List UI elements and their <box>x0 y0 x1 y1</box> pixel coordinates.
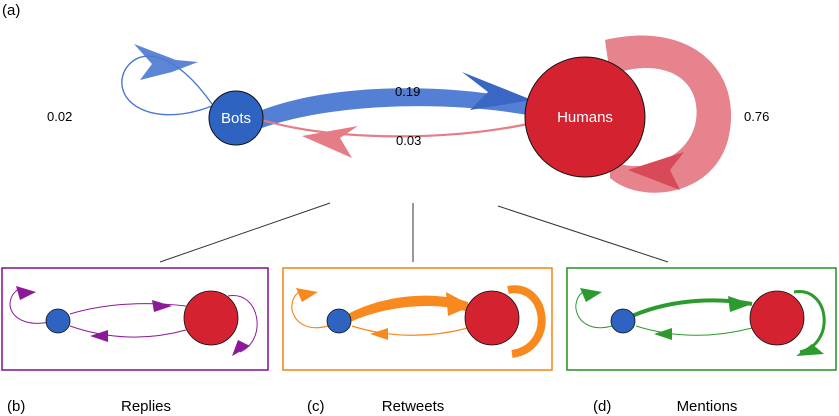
retweets-bots-self-loop <box>291 289 329 329</box>
humans-to-bots-weight: 0.03 <box>396 133 421 148</box>
mentions-bots-self-loop <box>575 289 613 329</box>
humans-node <box>524 56 646 178</box>
panel-d-label: (d) <box>593 398 611 415</box>
humans-self-loop-hole <box>636 84 680 136</box>
panel-replies <box>1 267 269 371</box>
bots-to-humans-weight: 0.19 <box>395 84 420 99</box>
humans-to-bots-arrowhead <box>302 126 358 158</box>
panel-replies-frame <box>1 267 269 371</box>
retweets-bots-self-arrowhead <box>296 288 318 302</box>
replies-bots-self-loop <box>9 287 51 324</box>
replies-bots-to-humans-arrowhead <box>152 300 172 312</box>
panel-mentions-frame <box>566 267 837 371</box>
replies-bots-node <box>45 308 71 334</box>
humans-to-bots-edge <box>261 118 529 138</box>
bots-self-weight: 0.02 <box>47 109 72 124</box>
mentions-bots-to-humans-arrowhead <box>728 296 752 312</box>
bots-node <box>208 90 264 146</box>
mentions-bots-self-arrowhead <box>580 288 602 302</box>
retweets-bots-to-humans-edge <box>348 295 468 322</box>
humans-self-loop-arrowhead <box>628 152 684 190</box>
humans-node-label: Humans <box>557 109 613 126</box>
retweets-humans-to-bots-arrowhead <box>370 328 388 340</box>
humans-self-loop-edge <box>605 35 732 193</box>
panel-c-label: (c) <box>307 398 325 415</box>
replies-bots-to-humans-edge <box>69 303 187 315</box>
mentions-humans-node <box>749 290 805 346</box>
replies-humans-self-arrowhead <box>232 340 250 356</box>
mentions-humans-to-bots-arrowhead <box>654 328 672 340</box>
humans-self-weight: 0.76 <box>744 109 769 124</box>
bots-node-label: Bots <box>221 110 251 127</box>
mentions-bots-node <box>610 308 636 334</box>
bots-to-humans-arrowhead <box>462 72 532 110</box>
connector-line-b <box>159 202 331 263</box>
retweets-bots-node <box>326 308 352 334</box>
replies-humans-node <box>183 290 239 346</box>
panel-a-label: (a) <box>2 2 20 19</box>
retweets-humans-to-bots-edge <box>351 325 469 336</box>
replies-humans-to-bots-edge <box>69 325 187 338</box>
mentions-humans-to-bots-edge <box>635 325 753 336</box>
replies-bots-self-arrowhead <box>16 286 36 300</box>
retweets-humans-node <box>464 290 520 346</box>
bots-to-humans-edge <box>262 88 528 128</box>
panel-retweets-frame <box>282 267 553 371</box>
panel-b-label: (b) <box>7 398 25 415</box>
retweets-humans-self-loop <box>507 285 546 358</box>
connector-line-d <box>497 205 669 263</box>
panel-retweets <box>282 267 553 371</box>
panel-c-title: Retweets <box>382 398 445 415</box>
replies-humans-to-bots-arrowhead <box>90 330 108 342</box>
bots-self-loop-arrowhead <box>134 44 198 80</box>
panel-b-title: Replies <box>121 398 171 415</box>
panel-d-title: Mentions <box>677 398 738 415</box>
retweets-bots-to-humans-arrowhead <box>446 292 472 316</box>
mentions-humans-self-arrowhead <box>796 344 824 356</box>
panel-mentions <box>566 267 837 371</box>
